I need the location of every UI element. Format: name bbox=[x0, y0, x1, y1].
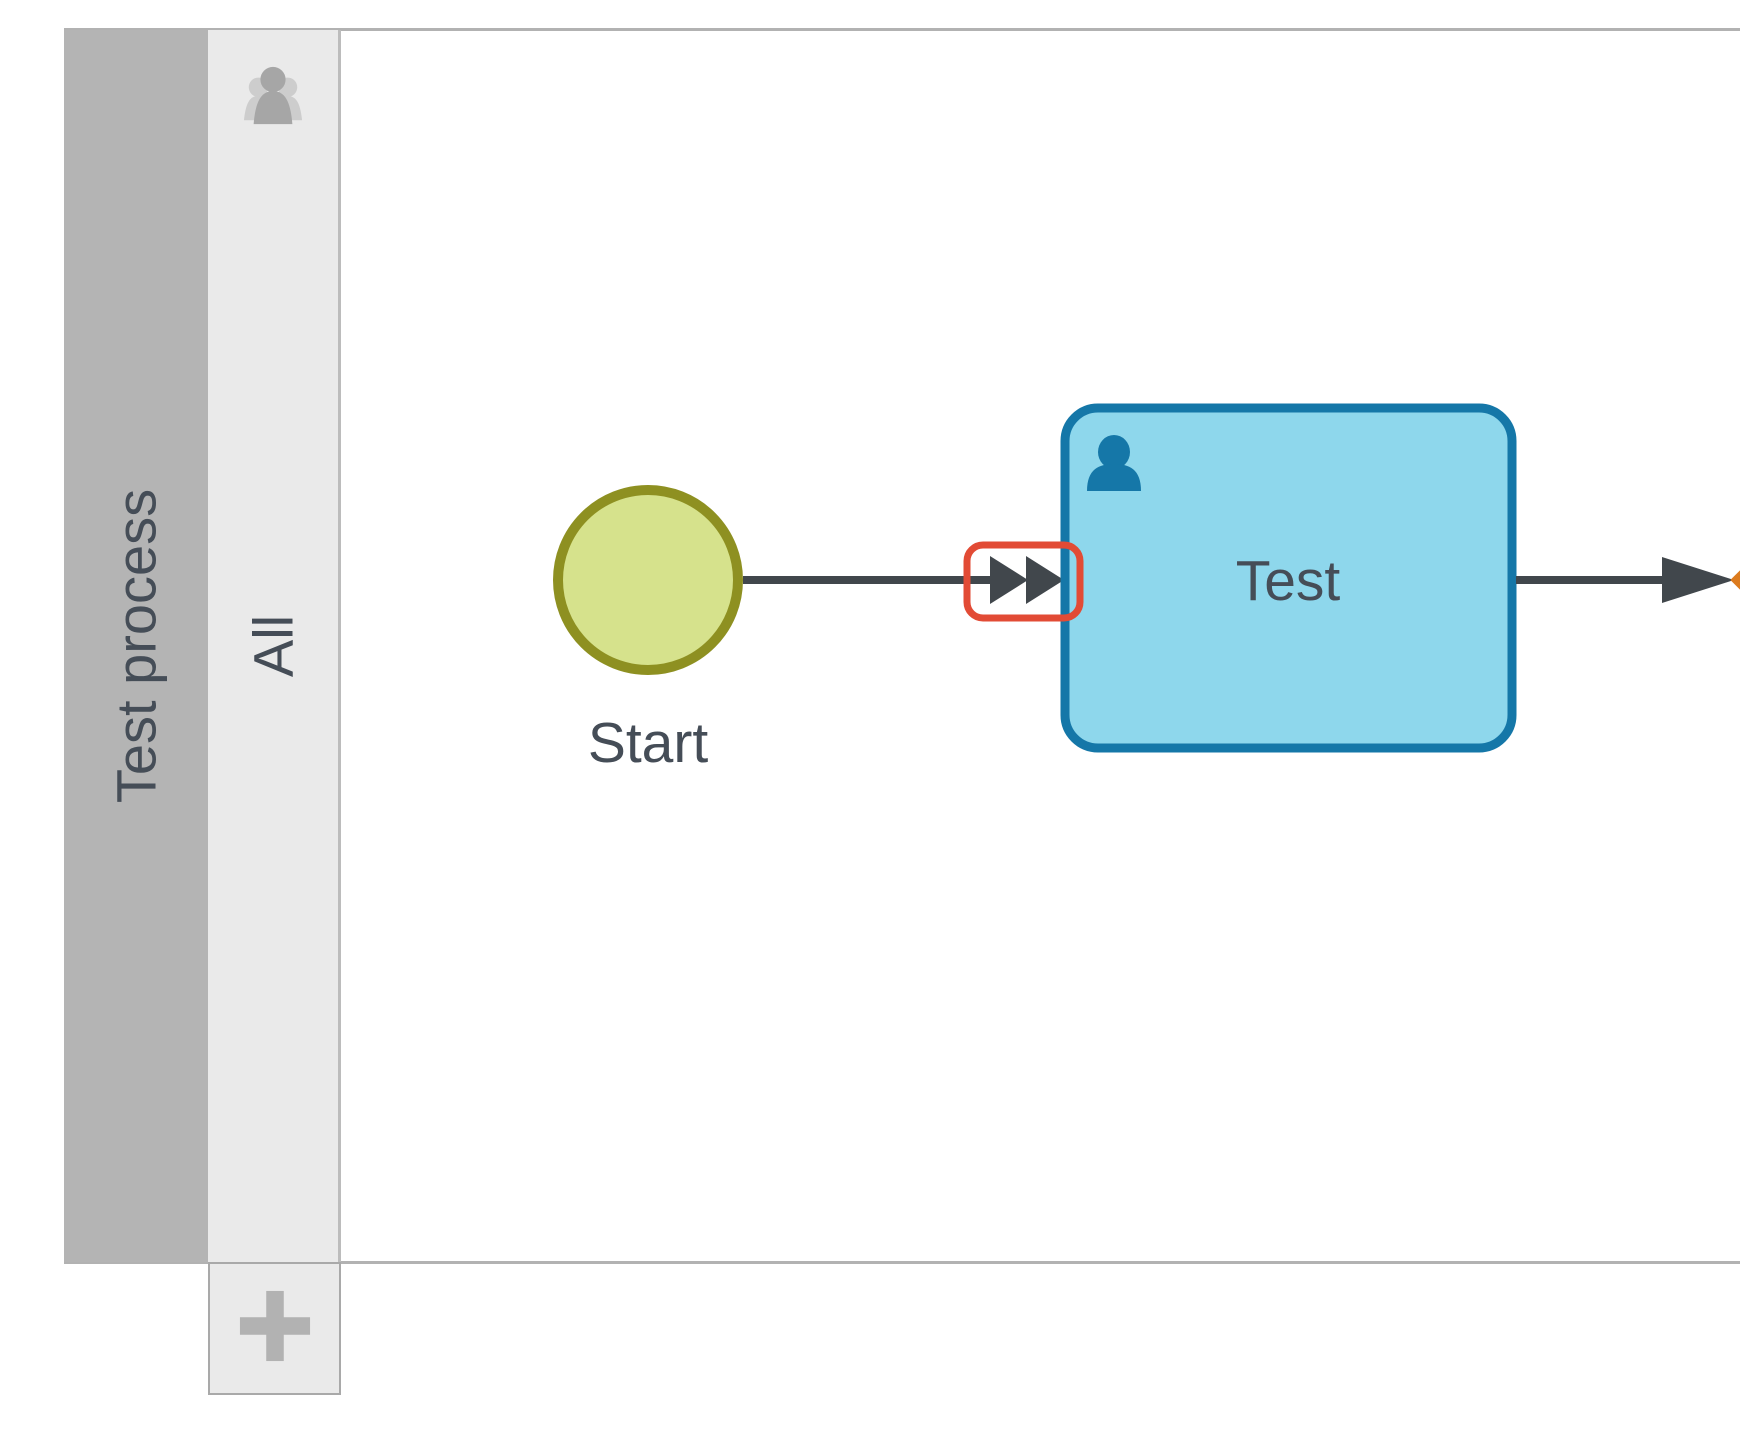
pool-bottom-border bbox=[64, 1261, 1740, 1264]
lane-all[interactable]: All bbox=[208, 30, 341, 1262]
sequence-flow-start-to-test[interactable] bbox=[743, 556, 1064, 604]
add-lane-button[interactable] bbox=[208, 1262, 341, 1395]
arrowhead-icon bbox=[1662, 557, 1734, 603]
participants-group-icon bbox=[242, 62, 304, 133]
double-arrowhead-icon bbox=[990, 556, 1064, 604]
sequence-flow-test-to-gateway[interactable] bbox=[1516, 557, 1734, 603]
start-event-circle[interactable] bbox=[553, 485, 743, 675]
gateway[interactable] bbox=[1730, 538, 1740, 622]
start-event[interactable]: Start bbox=[553, 485, 743, 775]
participant-pool-header[interactable]: Test process bbox=[64, 30, 208, 1262]
user-task-shape[interactable] bbox=[1060, 403, 1517, 753]
user-icon bbox=[1087, 435, 1141, 491]
pool-top-border bbox=[64, 28, 1740, 31]
user-task-label: Test bbox=[1236, 549, 1341, 613]
highlight-box bbox=[963, 541, 1084, 622]
user-task-test[interactable]: Test bbox=[1060, 403, 1517, 753]
plus-icon bbox=[238, 1289, 312, 1368]
start-event-label: Start bbox=[588, 711, 709, 775]
